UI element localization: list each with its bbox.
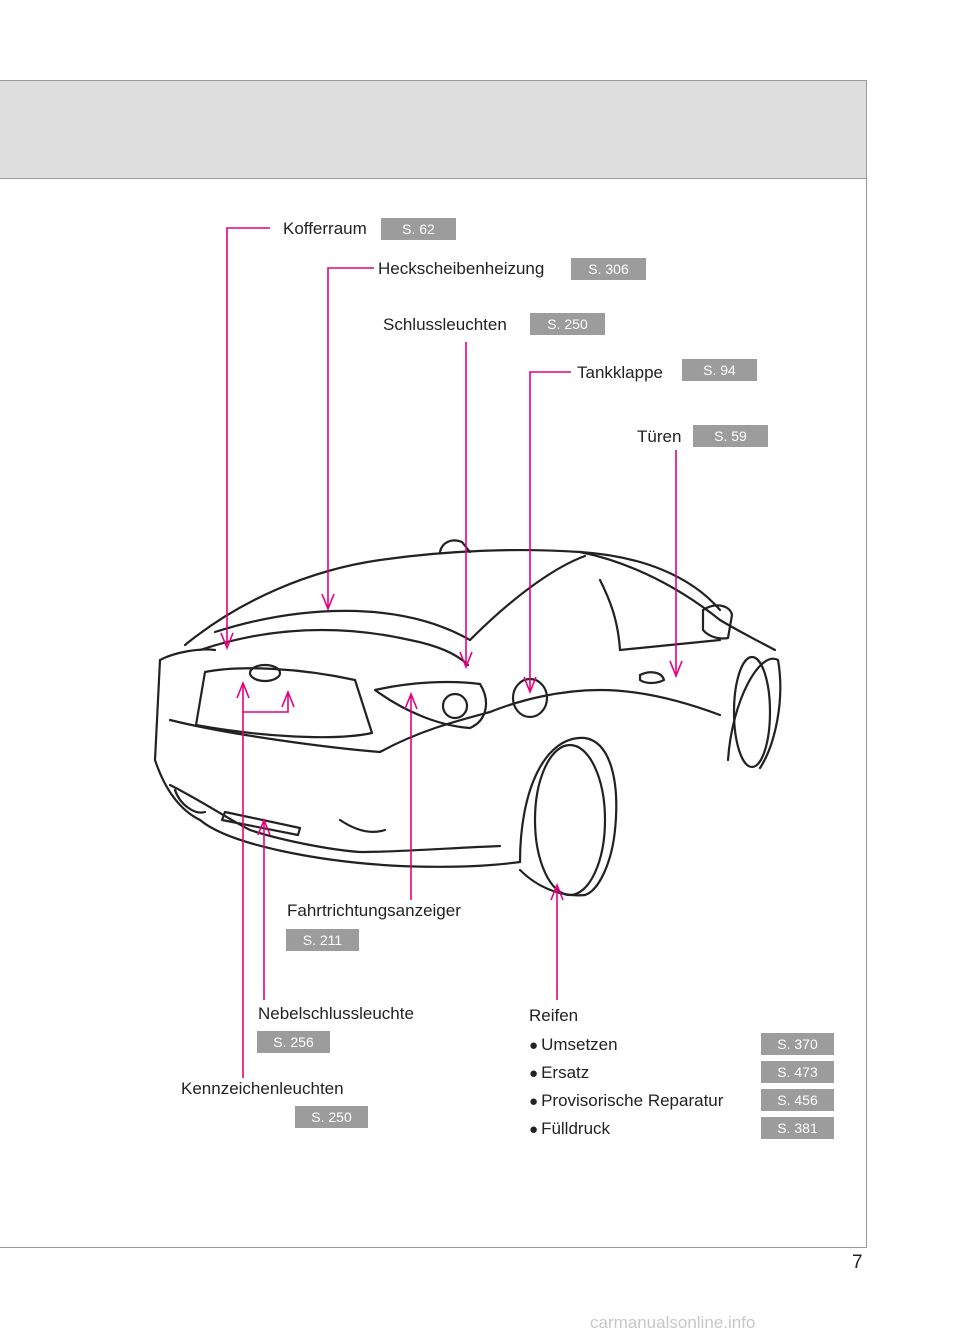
page-ref-umsetzen[interactable]: S. 370 (761, 1033, 834, 1055)
page-ref-nebelschlussleuchte[interactable]: S. 256 (257, 1031, 330, 1053)
label-kennzeichenleuchten: Kennzeichenleuchten (181, 1079, 344, 1098)
right-border-rule (866, 80, 867, 1248)
page-ref-tankklappe[interactable]: S. 94 (682, 359, 757, 381)
label-kofferraum: Kofferraum (283, 219, 367, 238)
bullet-icon: ● (529, 1093, 539, 1110)
page-ref-provisorische-reparatur[interactable]: S. 456 (761, 1089, 834, 1111)
watermark: carmanualsonline.info (590, 1313, 756, 1332)
reifen-item-fuelldruck: ●Fülldruck (529, 1119, 611, 1138)
page-ref-heckscheibenheizung[interactable]: S. 306 (571, 258, 646, 280)
car-outline (153, 539, 782, 897)
bullet-icon: ● (529, 1037, 539, 1054)
bottom-border-rule (0, 1247, 867, 1248)
page-ref-ersatz[interactable]: S. 473 (761, 1061, 834, 1083)
page-ref-schlussleuchten[interactable]: S. 250 (530, 313, 605, 335)
header-band (0, 80, 866, 179)
reifen-item-ersatz: ●Ersatz (529, 1063, 590, 1082)
label-nebelschlussleuchte: Nebelschlussleuchte (258, 1004, 414, 1023)
page-number: 7 (852, 1252, 863, 1273)
page-ref-fahrtrichtungsanzeiger[interactable]: S. 211 (286, 929, 359, 951)
label-schlussleuchten: Schlussleuchten (383, 315, 507, 334)
label-tankklappe: Tankklappe (577, 363, 664, 382)
label-tueren: Türen (637, 427, 682, 446)
label-fahrtrichtungsanzeiger: Fahrtrichtungsanzeiger (287, 901, 461, 920)
reifen-item-umsetzen: ●Umsetzen (529, 1035, 618, 1054)
page-ref-kennzeichenleuchten[interactable]: S. 250 (295, 1106, 368, 1128)
page-ref-tueren[interactable]: S. 59 (693, 425, 768, 447)
bullet-icon: ● (529, 1065, 539, 1082)
reifen-item-provisorische-reparatur: ●Provisorische Reparatur (529, 1091, 724, 1110)
page-ref-kofferraum[interactable]: S. 62 (381, 218, 456, 240)
leader-lines (220, 227, 683, 1078)
page-ref-fuelldruck[interactable]: S. 381 (761, 1117, 834, 1139)
label-reifen: Reifen (529, 1006, 579, 1025)
label-heckscheibenheizung: Heckscheibenheizung (378, 259, 545, 278)
bullet-icon: ● (529, 1121, 539, 1138)
